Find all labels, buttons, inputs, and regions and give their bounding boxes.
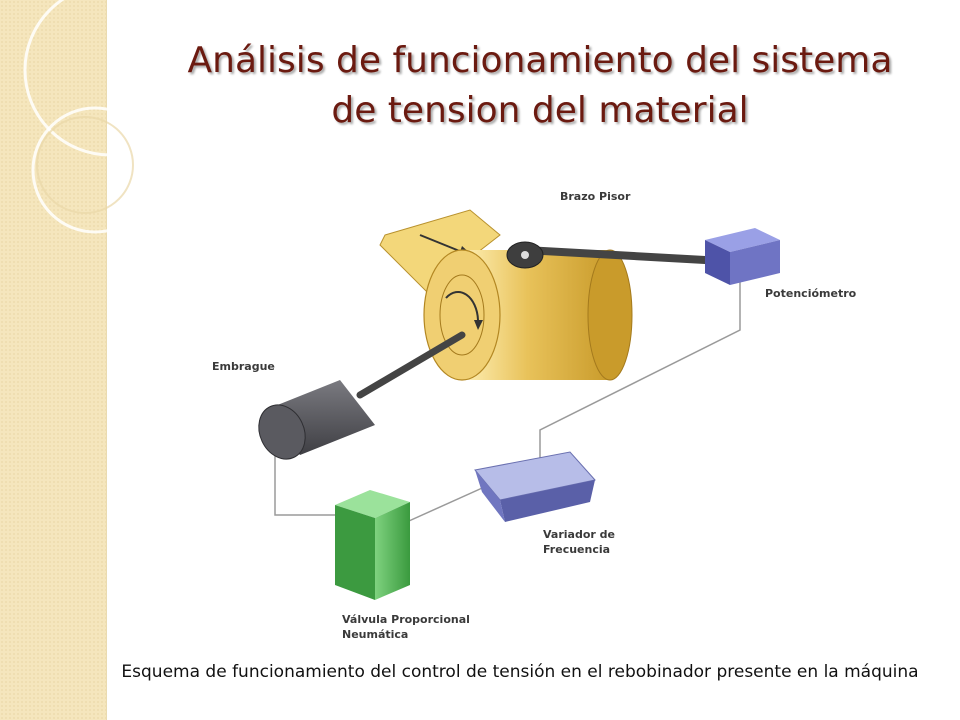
web-direction-arrow <box>419 234 463 253</box>
label-embrague: Embrague <box>212 360 275 373</box>
frequency-drive <box>474 451 596 522</box>
label-valvula-1: Válvula Proporcional <box>342 613 470 626</box>
label-variador-2: Frecuencia <box>543 543 610 556</box>
label-variador-1: Variador de <box>543 528 615 541</box>
potentiometer-box <box>705 228 780 285</box>
label-brazo-pisor: Brazo Pisor <box>560 190 631 203</box>
tension-system-diagram: Brazo Pisor Potenciómetro Embrague Varia… <box>212 190 857 641</box>
decorative-side-strip <box>0 0 107 720</box>
label-potenciometro: Potenciómetro <box>765 287 857 300</box>
decorative-circles <box>23 0 180 234</box>
label-valvula-2: Neumática <box>342 628 408 641</box>
tension-roller <box>423 249 633 381</box>
clutch-shaft <box>356 331 466 399</box>
press-arm <box>506 241 709 269</box>
slide-title: Análisis de funcionamiento del sistema d… <box>187 40 893 131</box>
proportional-valve <box>335 490 410 600</box>
clutch-cylinder <box>258 380 375 460</box>
figure-caption: Esquema de funcionamiento del control de… <box>121 662 919 682</box>
